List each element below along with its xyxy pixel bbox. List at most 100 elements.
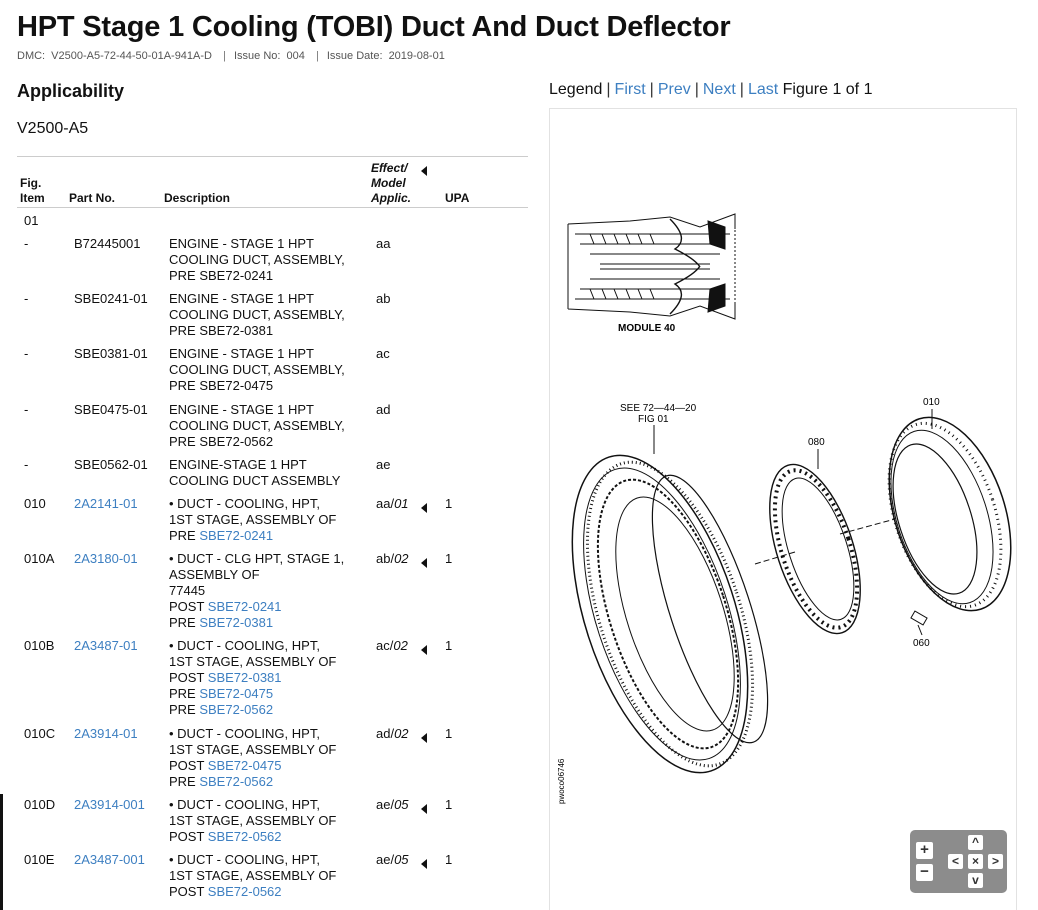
see-reference-line1: SEE 72—44—20 (620, 403, 697, 414)
header-effectivity: Effect/ Model Applic. (371, 161, 412, 205)
description-line: POST SBE72-0381 (169, 670, 282, 685)
drawing-id: pwoco06746 (557, 758, 566, 804)
part-number[interactable]: 2A2141-01 (74, 496, 138, 511)
prev-figure-link[interactable]: Prev (657, 81, 691, 98)
pan-right-button[interactable]: > (988, 854, 1003, 869)
description-line: COOLING DUCT, ASSEMBLY, (169, 418, 345, 433)
item-number: - (24, 291, 29, 306)
bolt-060 (910, 610, 928, 636)
meta-separator: | (223, 50, 226, 62)
description-line: COOLING DUCT, ASSEMBLY, (169, 362, 345, 377)
effectivity-code: aa (376, 236, 391, 251)
description-line: POST SBE72-0562 (169, 829, 282, 844)
part-number[interactable]: 2A3487-01 (74, 638, 138, 653)
effectivity-code: ae (376, 457, 391, 472)
zoom-controls: + − ^ < × > v (910, 830, 1007, 893)
issue-date-value: 2019-08-01 (388, 50, 445, 62)
service-bulletin-link[interactable]: SBE72-0475 (199, 686, 274, 701)
item-number: 010A (24, 551, 55, 566)
service-bulletin-link[interactable]: SBE72-0562 (199, 774, 274, 789)
effectivity-expand-icon[interactable] (421, 554, 427, 570)
applicability-heading: Applicability (17, 81, 125, 101)
parts-table: Fig. Item Part No. Description Effect/ M… (17, 156, 528, 899)
part-number[interactable]: 2A3487-001 (74, 852, 145, 867)
pan-left-button[interactable]: < (948, 854, 963, 869)
description-line: • DUCT - COOLING, HPT, (169, 496, 320, 511)
revision-bar (0, 794, 3, 910)
part-number: SBE0381-01 (74, 346, 148, 361)
service-bulletin-link[interactable]: SBE72-0381 (199, 615, 274, 630)
effectivity-code: ab (376, 291, 391, 306)
figure-viewer[interactable]: MODULE 40 SEE 72—44—20 FIG 01 080 010 (549, 108, 1017, 910)
part-number[interactable]: 2A3180-01 (74, 551, 138, 566)
effectivity-code: aa/01 (376, 496, 409, 511)
figure-navigation: Legend|First|Prev|Next|Last Figure 1 of … (549, 81, 873, 98)
zoom-out-button[interactable]: − (916, 864, 933, 881)
units-per-assembly: 1 (445, 797, 453, 812)
description-line: ENGINE - STAGE 1 HPT (169, 236, 314, 251)
zoom-in-button[interactable]: + (916, 842, 933, 859)
description-line: POST SBE72-0241 (169, 599, 282, 614)
service-bulletin-link[interactable]: SBE72-0562 (207, 884, 282, 899)
service-bulletin-link[interactable]: SBE72-0241 (199, 528, 274, 543)
effectivity-code: ad/02 (376, 726, 409, 741)
last-figure-link[interactable]: Last (747, 81, 779, 98)
description-line: PRE SBE72-0241 (169, 528, 274, 543)
pan-down-button[interactable]: v (968, 873, 983, 888)
description-line: COOLING DUCT, ASSEMBLY, (169, 252, 345, 267)
description-line: COOLING DUCT, ASSEMBLY, (169, 307, 345, 322)
effectivity-expand-icon[interactable] (421, 641, 427, 657)
service-bulletin-link[interactable]: SBE72-0562 (199, 702, 274, 717)
effectivity-expand-icon[interactable] (421, 800, 427, 816)
header-fig-item: Fig. Item (20, 176, 45, 205)
header-upa: UPA (445, 191, 470, 205)
figure-number: 01 (24, 213, 39, 228)
service-bulletin-link[interactable]: SBE72-0475 (207, 758, 282, 773)
effectivity-toggle-icon[interactable] (421, 163, 427, 177)
service-bulletin-link[interactable]: SBE72-0241 (207, 599, 282, 614)
effectivity-code: ae/05 (376, 852, 409, 867)
description-line: • DUCT - CLG HPT, STAGE 1, (169, 551, 345, 566)
description-line: 1ST STAGE, ASSEMBLY OF (169, 512, 337, 527)
part-description: • DUCT - COOLING, HPT,1ST STAGE, ASSEMBL… (169, 638, 369, 718)
effectivity-expand-icon[interactable] (421, 499, 427, 515)
description-line: PRE SBE72-0241 (169, 268, 274, 283)
reset-view-button[interactable]: × (968, 854, 983, 869)
description-line: POST SBE72-0475 (169, 758, 282, 773)
description-line: ENGINE-STAGE 1 HPT (169, 457, 307, 472)
description-line: 77445 (169, 583, 206, 598)
page-title: HPT Stage 1 Cooling (TOBI) Duct And Duct… (17, 11, 731, 43)
effectivity-code: ae/05 (376, 797, 409, 812)
item-number: - (24, 236, 29, 251)
part-number[interactable]: 2A3914-01 (74, 726, 138, 741)
pan-up-button[interactable]: ^ (968, 835, 983, 850)
part-number: B72445001 (74, 236, 141, 251)
first-figure-link[interactable]: First (614, 81, 646, 98)
right-duct-assembly (887, 416, 1012, 612)
effectivity-code: ac/02 (376, 638, 408, 653)
description-line: PRE SBE72-0562 (169, 774, 274, 789)
service-bulletin-link[interactable]: SBE72-0562 (207, 829, 282, 844)
effectivity-code: ab/02 (376, 551, 409, 566)
part-number: SBE0241-01 (74, 291, 148, 306)
description-line: ASSEMBLY OF (169, 567, 260, 582)
service-bulletin-link[interactable]: SBE72-0381 (207, 670, 282, 685)
middle-seal-ring (769, 463, 861, 635)
effectivity-expand-icon[interactable] (421, 729, 427, 745)
next-figure-link[interactable]: Next (702, 81, 736, 98)
description-line: PRE SBE72-0475 (169, 686, 274, 701)
issue-no-value: 004 (286, 50, 305, 62)
table-header: Fig. Item Part No. Description Effect/ M… (17, 156, 528, 208)
description-line: 1ST STAGE, ASSEMBLY OF (169, 813, 337, 828)
see-reference-line2: FIG 01 (638, 414, 669, 425)
part-description: • DUCT - COOLING, HPT,1ST STAGE, ASSEMBL… (169, 496, 369, 544)
part-number[interactable]: 2A3914-001 (74, 797, 145, 812)
effectivity-expand-icon[interactable] (421, 855, 427, 871)
exploded-view-illustration: MODULE 40 SEE 72—44—20 FIG 01 080 010 (557, 213, 1012, 804)
document-meta: DMC: V2500-A5-72-44-50-01A-941A-D | Issu… (17, 50, 448, 62)
description-line: PRE SBE72-0381 (169, 323, 274, 338)
